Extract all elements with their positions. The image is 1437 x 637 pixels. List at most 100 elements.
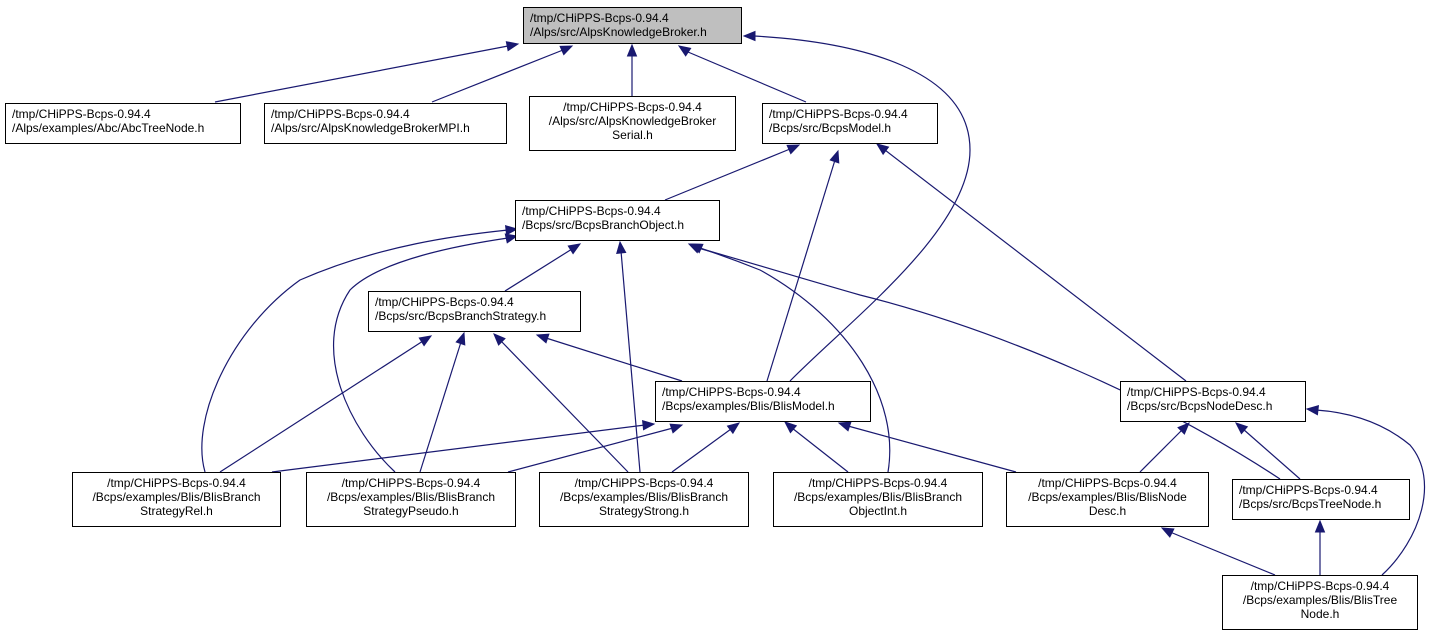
arrowhead-icon — [687, 243, 702, 254]
arrowhead-icon — [875, 143, 890, 156]
edge-line — [847, 425, 1017, 473]
edge-line — [431, 49, 564, 103]
edge-line — [271, 424, 646, 473]
arrowhead-icon — [616, 240, 627, 255]
dependency-edge — [333, 233, 519, 473]
node-line: /tmp/CHiPPS-Bcps-0.94.4 — [662, 385, 801, 399]
node-line: /tmp/CHiPPS-Bcps-0.94.4 — [808, 476, 948, 490]
node-line: /Alps/examples/Abc/AbcTreeNode.h — [12, 121, 205, 135]
edge-line — [620, 250, 641, 473]
node-blis-branch-object-int[interactable]: /tmp/CHiPPS-Bcps-0.94.4 /Bcps/examples/B… — [773, 472, 983, 527]
edge-line — [500, 340, 629, 473]
arrowhead-icon — [1177, 422, 1190, 435]
arrowhead-icon — [1305, 405, 1320, 416]
arrowhead-icon — [742, 30, 756, 42]
dependency-edge — [742, 30, 971, 382]
dependency-edge — [837, 421, 1017, 473]
edge-line — [687, 51, 807, 103]
arrowhead-icon — [1160, 527, 1175, 538]
edge-line — [664, 148, 791, 201]
dependency-edge — [1314, 519, 1326, 575]
node-abc-tree-node[interactable]: /tmp/CHiPPS-Bcps-0.94.4 /Alps/examples/A… — [5, 103, 241, 144]
dependency-edge — [766, 149, 840, 382]
dependency-edge — [616, 240, 641, 473]
node-alps-knowledge-broker-mpi[interactable]: /tmp/CHiPPS-Bcps-0.94.4 /Alps/src/AlpsKn… — [264, 103, 507, 144]
dependency-edge — [431, 45, 574, 103]
arrowhead-icon — [786, 144, 801, 155]
arrowhead-icon — [1234, 422, 1249, 435]
dependency-edge — [677, 45, 807, 103]
node-line: /Bcps/src/BcpsBranchStrategy.h — [375, 309, 547, 323]
dependency-edge — [219, 335, 433, 473]
node-bcps-model[interactable]: /tmp/CHiPPS-Bcps-0.94.4 /Bcps/src/BcpsMo… — [762, 103, 938, 144]
node-blis-branch-strategy-strong[interactable]: /tmp/CHiPPS-Bcps-0.94.4 /Bcps/examples/B… — [539, 472, 749, 527]
node-alps-knowledge-broker-serial[interactable]: /tmp/CHiPPS-Bcps-0.94.4 /Alps/src/AlpsKn… — [529, 96, 736, 151]
node-line: /tmp/CHiPPS-Bcps-0.94.4 — [1038, 476, 1177, 490]
node-line: /tmp/CHiPPS-Bcps-0.94.4 — [12, 107, 151, 121]
node-line: Serial.h — [612, 128, 653, 142]
edge-line — [1315, 409, 1426, 576]
arrowhead-icon — [669, 423, 684, 434]
node-line: /Alps/src/AlpsKnowledgeBroker.h — [530, 25, 707, 39]
edge-line — [697, 247, 1281, 480]
node-bcps-tree-node[interactable]: /tmp/CHiPPS-Bcps-0.94.4 /Bcps/src/BcpsTr… — [1232, 479, 1410, 520]
edge-line — [884, 149, 1187, 382]
arrowhead-icon — [1314, 519, 1326, 533]
arrowhead-icon — [783, 421, 798, 434]
arrowhead-icon — [493, 333, 506, 346]
arrowhead-icon — [726, 422, 741, 435]
node-line: /tmp/CHiPPS-Bcps-0.94.4 — [522, 204, 661, 218]
node-line: Node.h — [1300, 607, 1340, 621]
edge-line — [219, 340, 424, 473]
node-line: StrategyPseudo.h — [363, 504, 459, 518]
node-line: /Bcps/examples/Blis/BlisModel.h — [662, 399, 835, 413]
dependency-edge — [504, 243, 582, 292]
edge-line — [1139, 429, 1183, 473]
node-line: /tmp/CHiPPS-Bcps-0.94.4 — [563, 100, 702, 114]
node-bcps-node-desc[interactable]: /tmp/CHiPPS-Bcps-0.94.4 /Bcps/src/BcpsNo… — [1120, 381, 1306, 422]
node-bcps-branch-strategy[interactable]: /tmp/CHiPPS-Bcps-0.94.4 /Bcps/src/BcpsBr… — [368, 291, 581, 332]
dependency-edge — [419, 331, 466, 473]
arrowhead-icon — [626, 43, 638, 57]
edge-line — [753, 35, 971, 382]
node-line: /tmp/CHiPPS-Bcps-0.94.4 — [341, 476, 481, 490]
node-blis-branch-strategy-pseudo[interactable]: /tmp/CHiPPS-Bcps-0.94.4 /Bcps/examples/B… — [306, 472, 516, 527]
dependency-edge — [1305, 405, 1426, 576]
edge-line — [419, 341, 462, 473]
arrowhead-icon — [837, 421, 852, 432]
node-line: /Bcps/examples/Blis/BlisBranch — [559, 490, 729, 504]
node-blis-node-desc[interactable]: /tmp/CHiPPS-Bcps-0.94.4 /Bcps/examples/B… — [1006, 472, 1209, 527]
edge-line — [791, 427, 849, 473]
edge-line — [504, 248, 573, 292]
node-blis-branch-strategy-rel[interactable]: /tmp/CHiPPS-Bcps-0.94.4 /Bcps/examples/B… — [72, 472, 281, 527]
node-line: /Alps/src/AlpsKnowledgeBroker — [548, 114, 717, 128]
node-line: /tmp/CHiPPS-Bcps-0.94.4 — [769, 107, 908, 121]
edge-line — [1169, 531, 1276, 576]
node-bcps-branch-object[interactable]: /tmp/CHiPPS-Bcps-0.94.4 /Bcps/src/BcpsBr… — [515, 200, 720, 241]
dependency-edge — [875, 143, 1187, 382]
node-blis-tree-node[interactable]: /tmp/CHiPPS-Bcps-0.94.4 /Bcps/examples/B… — [1222, 575, 1418, 630]
edge-line — [214, 45, 509, 103]
node-line: /tmp/CHiPPS-Bcps-0.94.4 — [1127, 385, 1266, 399]
arrowhead-icon — [455, 331, 466, 346]
edge-line — [507, 427, 674, 473]
node-line: /Bcps/src/BcpsBranchObject.h — [522, 218, 685, 232]
node-line: /tmp/CHiPPS-Bcps-0.94.4 — [1250, 579, 1390, 593]
node-line: /Bcps/src/BcpsModel.h — [769, 121, 892, 135]
node-line: /Bcps/examples/Blis/BlisBranch — [326, 490, 496, 504]
node-line: /Bcps/src/BcpsTreeNode.h — [1239, 497, 1382, 511]
node-line: /Bcps/examples/Blis/BlisBranch — [92, 490, 261, 504]
node-line: /Bcps/examples/Blis/BlisNode — [1028, 490, 1187, 504]
dependency-edge — [626, 43, 638, 96]
dependency-edge — [201, 225, 519, 473]
node-line: /tmp/CHiPPS-Bcps-0.94.4 — [574, 476, 714, 490]
arrowhead-icon — [504, 225, 519, 236]
node-line: /Bcps/examples/Blis/BlisBranch — [793, 490, 963, 504]
arrowhead-icon — [504, 233, 519, 244]
dependency-edge — [671, 422, 741, 473]
arrowhead-icon — [505, 41, 520, 52]
dependency-edge — [689, 243, 891, 473]
node-line: /Alps/src/AlpsKnowledgeBrokerMPI.h — [271, 121, 470, 135]
node-blis-model[interactable]: /tmp/CHiPPS-Bcps-0.94.4 /Bcps/examples/B… — [655, 381, 871, 422]
edge-line — [333, 237, 509, 473]
